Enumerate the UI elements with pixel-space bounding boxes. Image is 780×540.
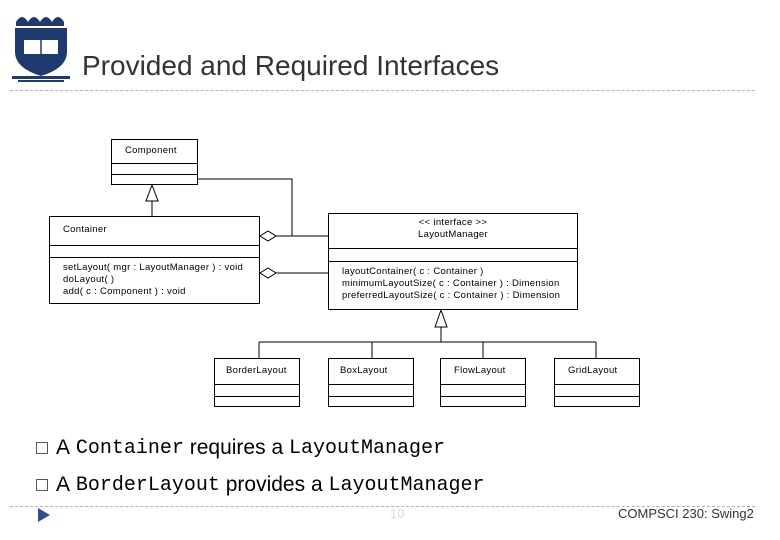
stereotype: << interface >> [418, 217, 488, 228]
operation: preferredLayoutSize( c : Container ) : D… [342, 290, 561, 301]
operation: doLayout( ) [63, 274, 115, 285]
aggregation-diamond-top [259, 230, 277, 242]
class-name: GridLayout [568, 365, 618, 376]
bullet-code: LayoutManager [288, 436, 445, 460]
bullet-code: BorderLayout [75, 473, 220, 497]
uml-class-component: Component [111, 139, 198, 185]
university-crest-logo [12, 17, 70, 82]
bullet-square-icon [36, 479, 48, 491]
bullet-item: A Container requires a LayoutManager [36, 436, 445, 460]
bullet-square-icon [36, 442, 48, 454]
aggregation-diamond-bottom [259, 267, 277, 279]
uml-class-container: Container setLayout( mgr : LayoutManager… [49, 216, 260, 304]
realization-arrowhead [434, 308, 448, 328]
bullet-prefix: A [56, 473, 71, 496]
uml-class-flowlayout: FlowLayout [440, 358, 526, 407]
operation: add( c : Component ) : void [63, 286, 186, 297]
bullet-code: LayoutManager [328, 473, 485, 497]
course-label: COMPSCI 230: Swing2 [618, 506, 754, 521]
operation: layoutContainer( c : Container ) [342, 266, 484, 277]
next-slide-arrow-icon[interactable] [36, 506, 52, 524]
title-divider [10, 90, 755, 91]
class-name: BoxLayout [340, 365, 388, 376]
bullet-prefix: A [56, 436, 71, 459]
operation: setLayout( mgr : LayoutManager ) : void [63, 262, 244, 273]
bullet-text: requires a [189, 436, 284, 459]
class-name: Container [63, 224, 107, 235]
class-name: Component [125, 145, 177, 156]
uml-class-gridlayout: GridLayout [554, 358, 640, 407]
class-name: FlowLayout [454, 365, 506, 376]
class-name: LayoutManager [418, 229, 488, 240]
generalization-arrowhead [145, 183, 159, 202]
uml-class-boxlayout: BoxLayout [328, 358, 414, 407]
page-number: 10 [390, 506, 405, 521]
operation: minimumLayoutSize( c : Container ) : Dim… [342, 278, 560, 289]
uml-interface-layoutmanager: << interface >> LayoutManager layoutCont… [328, 213, 578, 310]
bullet-item: A BorderLayout provides a LayoutManager [36, 473, 485, 497]
bullet-text: provides a [225, 473, 323, 496]
uml-class-borderlayout: BorderLayout [214, 358, 300, 407]
slide-title: Provided and Required Interfaces [82, 50, 500, 81]
footer-divider [10, 506, 755, 507]
class-name: BorderLayout [226, 365, 287, 376]
bullet-code: Container [75, 436, 184, 460]
